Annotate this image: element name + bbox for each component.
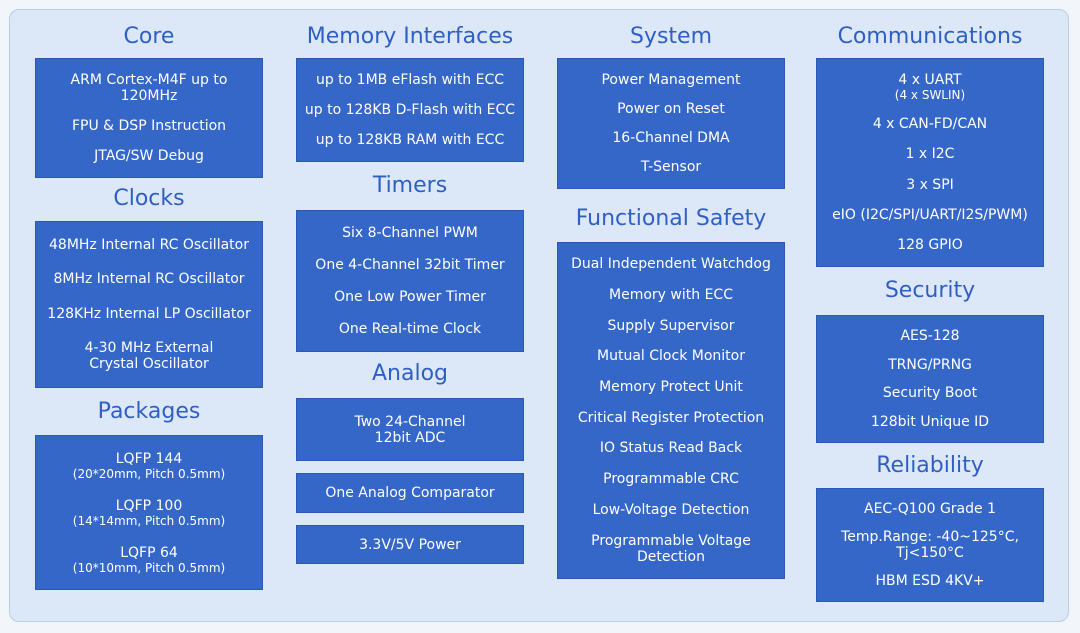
safety-heading: Functional Safety [575, 206, 767, 231]
feature-item: 4 x UART(4 x SWLIN) [817, 72, 1043, 102]
feature-item: 16-Channel DMA [612, 130, 730, 147]
system-heading: System [629, 24, 713, 49]
clocks-box: 48MHz Internal RC Oscillator 8MHz Interna… [35, 221, 263, 388]
feature-item: AES-128 [900, 328, 960, 345]
feature-item: LQFP 144(20*20mm, Pitch 0.5mm) [36, 451, 262, 481]
feature-item: One Real-time Clock [338, 321, 482, 337]
feature-item: Critical Register Protection [577, 409, 765, 426]
feature-item: Low-Voltage Detection [592, 501, 750, 518]
feature-item: Six 8-Channel PWM [342, 225, 478, 241]
feature-item: TRNG/PRNG [888, 356, 972, 373]
feature-item: 128bit Unique ID [870, 413, 990, 430]
memory-box: up to 1MB eFlash with ECC up to 128KB D-F… [296, 58, 524, 162]
feature-item: up to 128KB RAM with ECC [315, 132, 505, 148]
feature-name: LQFP 144 [115, 450, 183, 467]
feature-name: 1 x I2C [905, 146, 955, 163]
feature-item: AEC-Q100 Grade 1 [864, 501, 996, 517]
feature-name: eIO (I2C/SPI/UART/I2S/PWM) [832, 206, 1028, 223]
feature-item: Supply Supervisor [607, 317, 735, 334]
core-heading: Core [123, 24, 175, 49]
feature-name: 4 x CAN-FD/CAN [872, 116, 988, 133]
feature-detail: (4 x SWLIN) [894, 88, 966, 103]
feature-item: Security Boot [882, 385, 978, 402]
feature-item: 48MHz Internal RC Oscillator [49, 237, 249, 254]
feature-item: 128 GPIO [817, 237, 1043, 253]
packages-box: LQFP 144(20*20mm, Pitch 0.5mm)LQFP 100(1… [35, 435, 263, 590]
clocks-heading: Clocks [113, 186, 185, 211]
feature-item: IO Status Read Back [599, 440, 743, 457]
feature-name: 4 x UART [898, 72, 962, 89]
memory-heading: Memory Interfaces [306, 24, 514, 49]
feature-item: Mutual Clock Monitor [597, 348, 745, 365]
feature-item: JTAG/SW Debug [94, 148, 204, 164]
feature-item: 8MHz Internal RC Oscillator [53, 271, 245, 288]
feature-item: One Low Power Timer [334, 289, 486, 305]
feature-detail: (14*14mm, Pitch 0.5mm) [72, 513, 226, 528]
feature-item: One 4-Channel 32bit Timer [315, 257, 505, 273]
analog-heading: Analog [371, 361, 448, 386]
feature-item: FPU & DSP Instruction [71, 118, 227, 134]
feature-name: 128 GPIO [897, 236, 963, 253]
feature-item: T-Sensor [640, 159, 702, 176]
feature-item: Dual Independent Watchdog [571, 256, 771, 273]
security-heading: Security [884, 278, 976, 303]
feature-item: up to 128KB D-Flash with ECC [304, 102, 516, 118]
packages-heading: Packages [97, 399, 201, 424]
feature-item: eIO (I2C/SPI/UART/I2S/PWM) [817, 207, 1043, 223]
comms-box: 4 x UART(4 x SWLIN) 4 x CAN-FD/CAN 1 x I2C… [816, 58, 1044, 267]
feature-item: Power on Reset [617, 100, 725, 117]
feature-name: 3 x SPI [906, 176, 954, 193]
feature-item: up to 1MB eFlash with ECC [315, 72, 505, 88]
analog-comparator-box: One Analog Comparator [296, 473, 524, 513]
feature-detail: (20*20mm, Pitch 0.5mm) [72, 466, 226, 481]
feature-item: Memory with ECC [609, 287, 733, 304]
feature-item: 3 x SPI [817, 177, 1043, 193]
reliability-heading: Reliability [876, 453, 984, 478]
feature-item: HBM ESD 4KV+ [875, 573, 985, 589]
timers-box: Six 8-Channel PWM One 4-Channel 32bit Tim… [296, 210, 524, 352]
feature-item: LQFP 64(10*10mm, Pitch 0.5mm) [36, 545, 262, 575]
feature-name: LQFP 100 [115, 497, 183, 514]
feature-item: Memory Protect Unit [599, 379, 743, 396]
feature-item: 1 x I2C [817, 146, 1043, 162]
feature-item: Power Management [601, 71, 741, 88]
timers-heading: Timers [372, 173, 448, 198]
feature-item: LQFP 100(14*14mm, Pitch 0.5mm) [36, 498, 262, 528]
feature-detail: (10*10mm, Pitch 0.5mm) [72, 560, 226, 575]
feature-name: LQFP 64 [120, 544, 178, 561]
comms-heading: Communications [837, 24, 1023, 49]
analog-power-box: 3.3V/5V Power [296, 525, 524, 564]
feature-item: 128KHz Internal LP Oscillator [47, 305, 251, 322]
feature-item: One Analog Comparator [325, 485, 495, 501]
reliability-box: AEC-Q100 Grade 1 Temp.Range: -40~125°C,Tj… [816, 488, 1044, 602]
feature-item: 3.3V/5V Power [359, 536, 461, 553]
feature-item: 4 x CAN-FD/CAN [817, 116, 1043, 132]
feature-item: Programmable CRC [603, 471, 739, 488]
feature-item: Temp.Range: -40~125°C,Tj<150°C [841, 529, 1019, 561]
